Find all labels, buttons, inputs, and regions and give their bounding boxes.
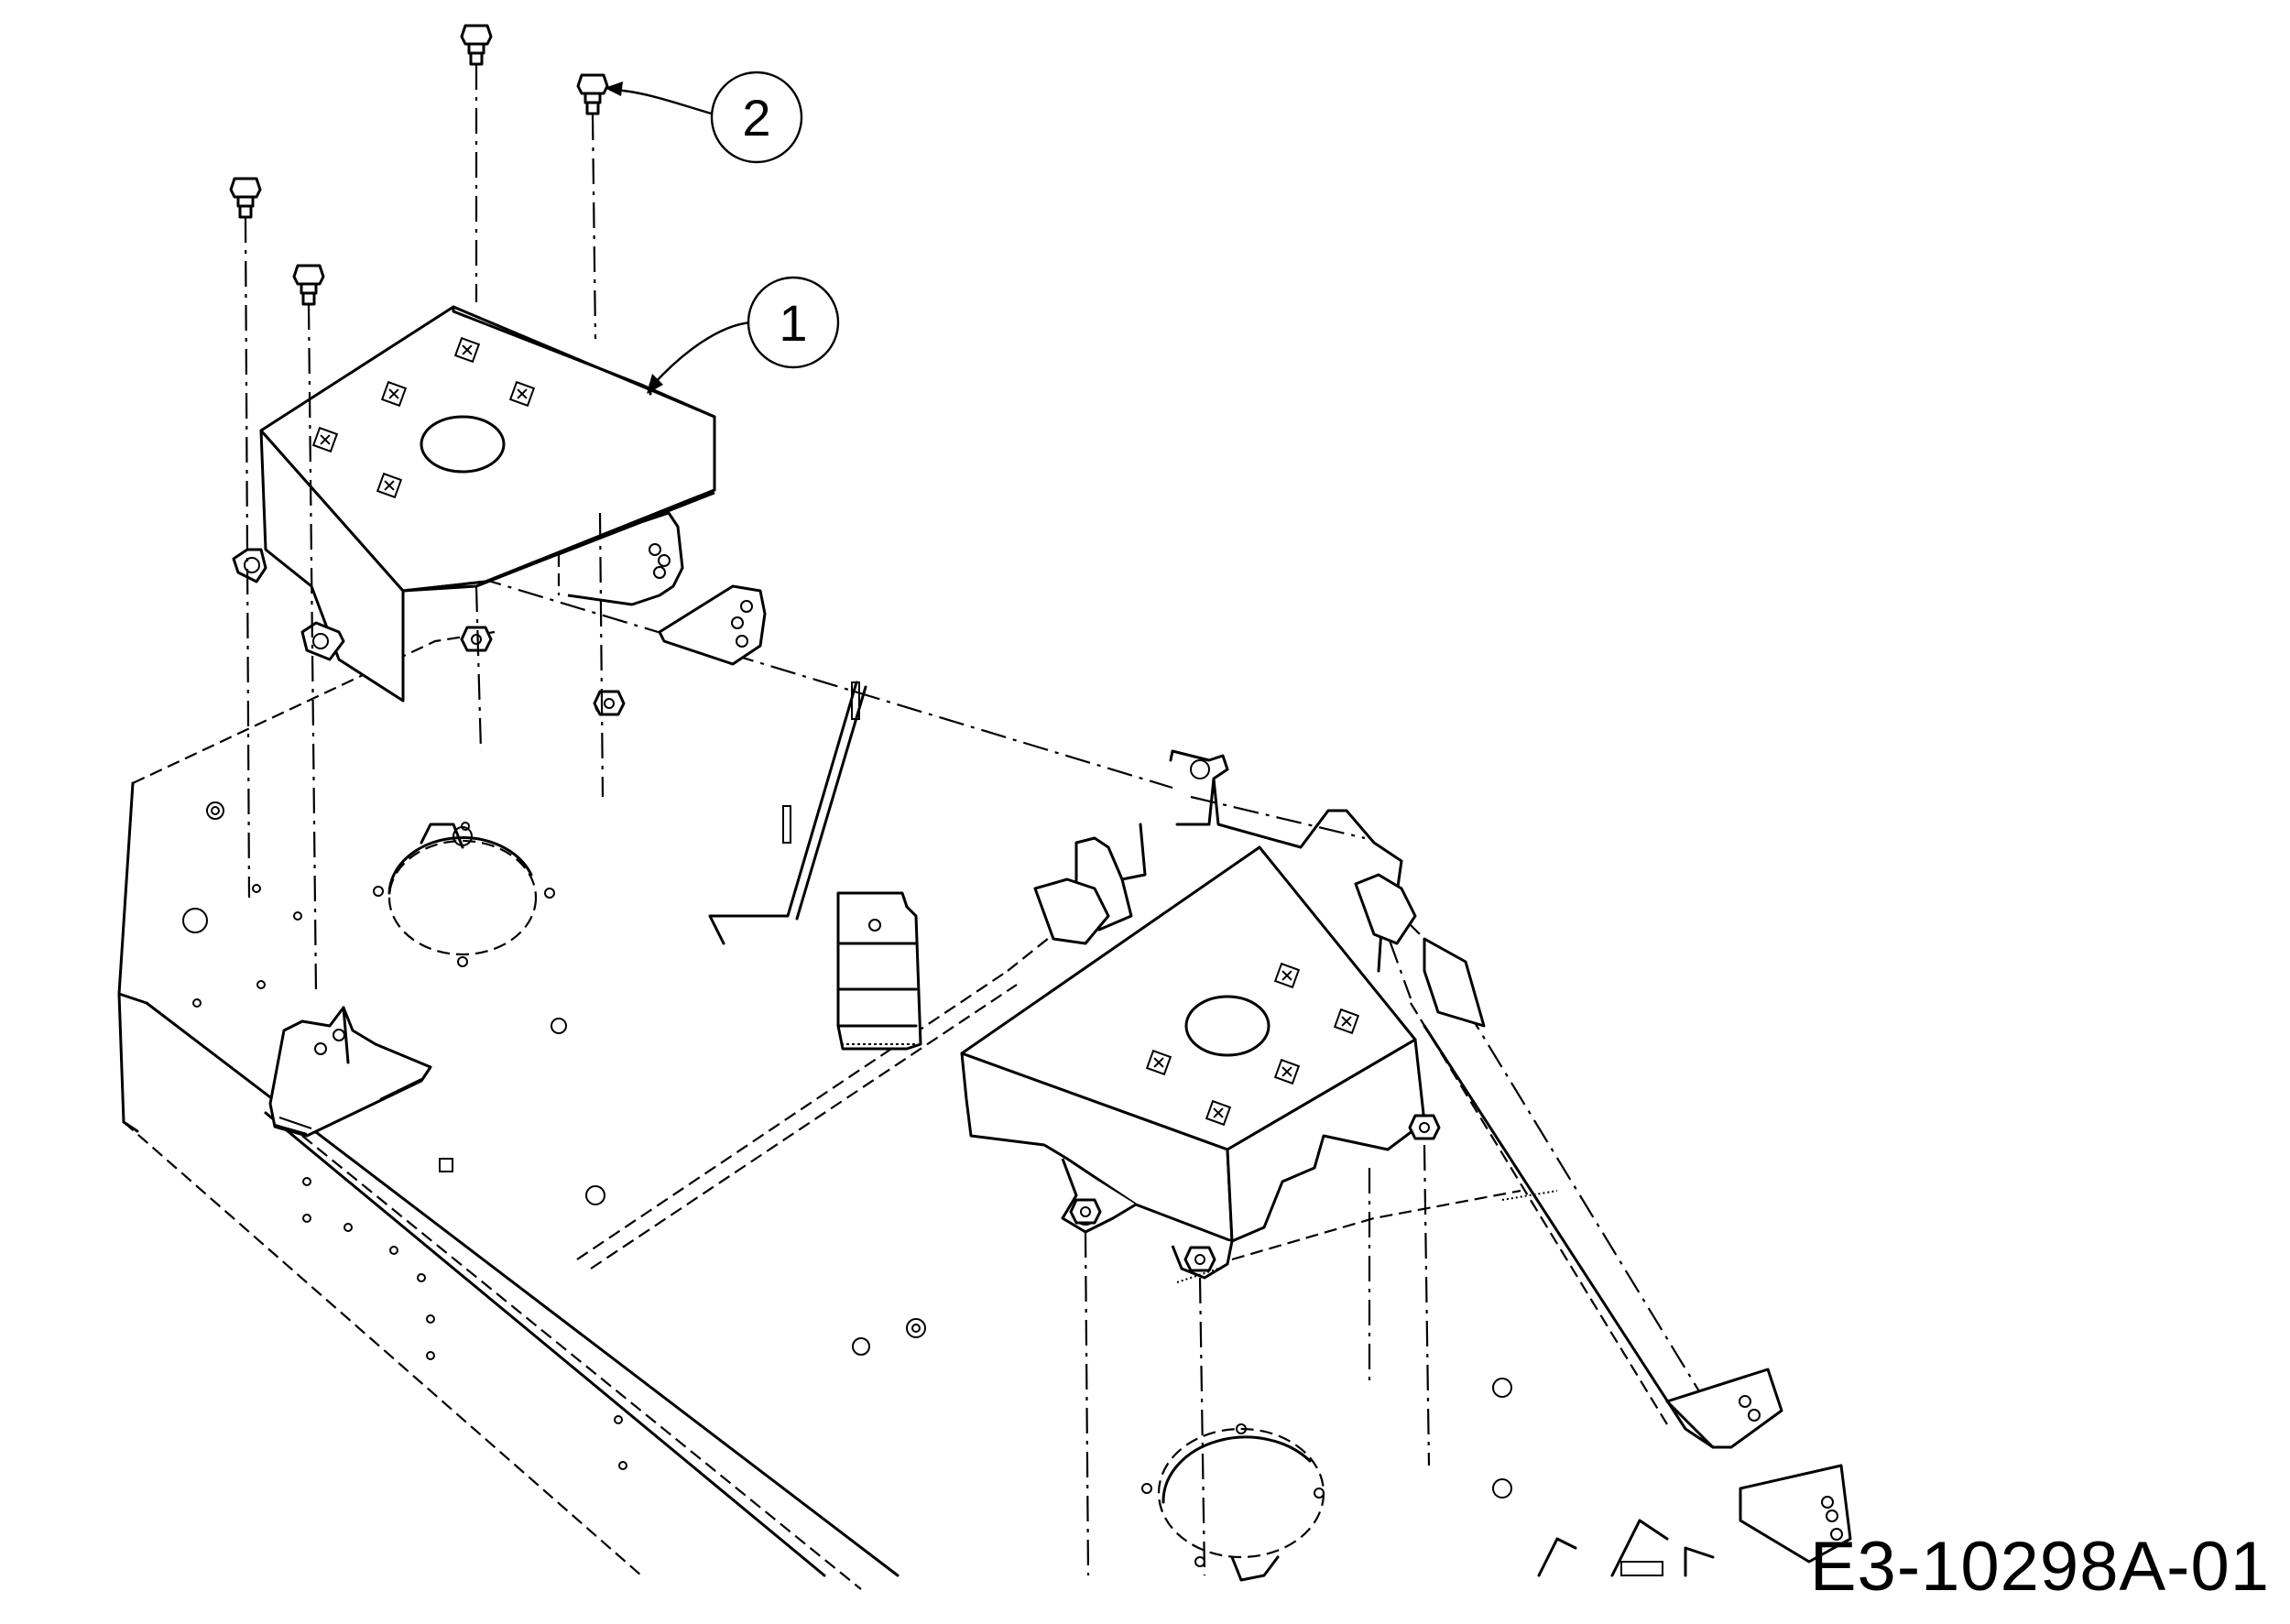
callout-2-label: 2	[742, 89, 770, 147]
nut-icon	[460, 626, 493, 652]
deck-openings	[373, 822, 1325, 1582]
callout-1-label: 1	[779, 294, 807, 352]
nut-icon	[1183, 1246, 1216, 1272]
bolt-icon	[229, 177, 262, 219]
nut-icon	[593, 690, 626, 716]
installed-mount-box	[960, 845, 1558, 1283]
bolt-icon	[460, 24, 493, 66]
nut-icon	[1408, 1114, 1441, 1140]
callout-2: 2	[605, 71, 803, 164]
right-frame-bracket	[1537, 1368, 1852, 1577]
centre-lines	[244, 64, 1431, 1576]
middle-upright-bracket	[836, 891, 922, 1051]
rear-bracket	[557, 511, 767, 666]
right-mount-frame	[1033, 749, 1486, 1028]
bolt-icon	[292, 264, 325, 306]
left-mount-bracket	[268, 1006, 432, 1138]
bolt-icon	[576, 73, 609, 115]
drawing-code: E3-10298A-01	[1809, 1528, 2270, 1606]
nut-icon	[1069, 1198, 1102, 1225]
callout-1: 1	[647, 276, 840, 394]
